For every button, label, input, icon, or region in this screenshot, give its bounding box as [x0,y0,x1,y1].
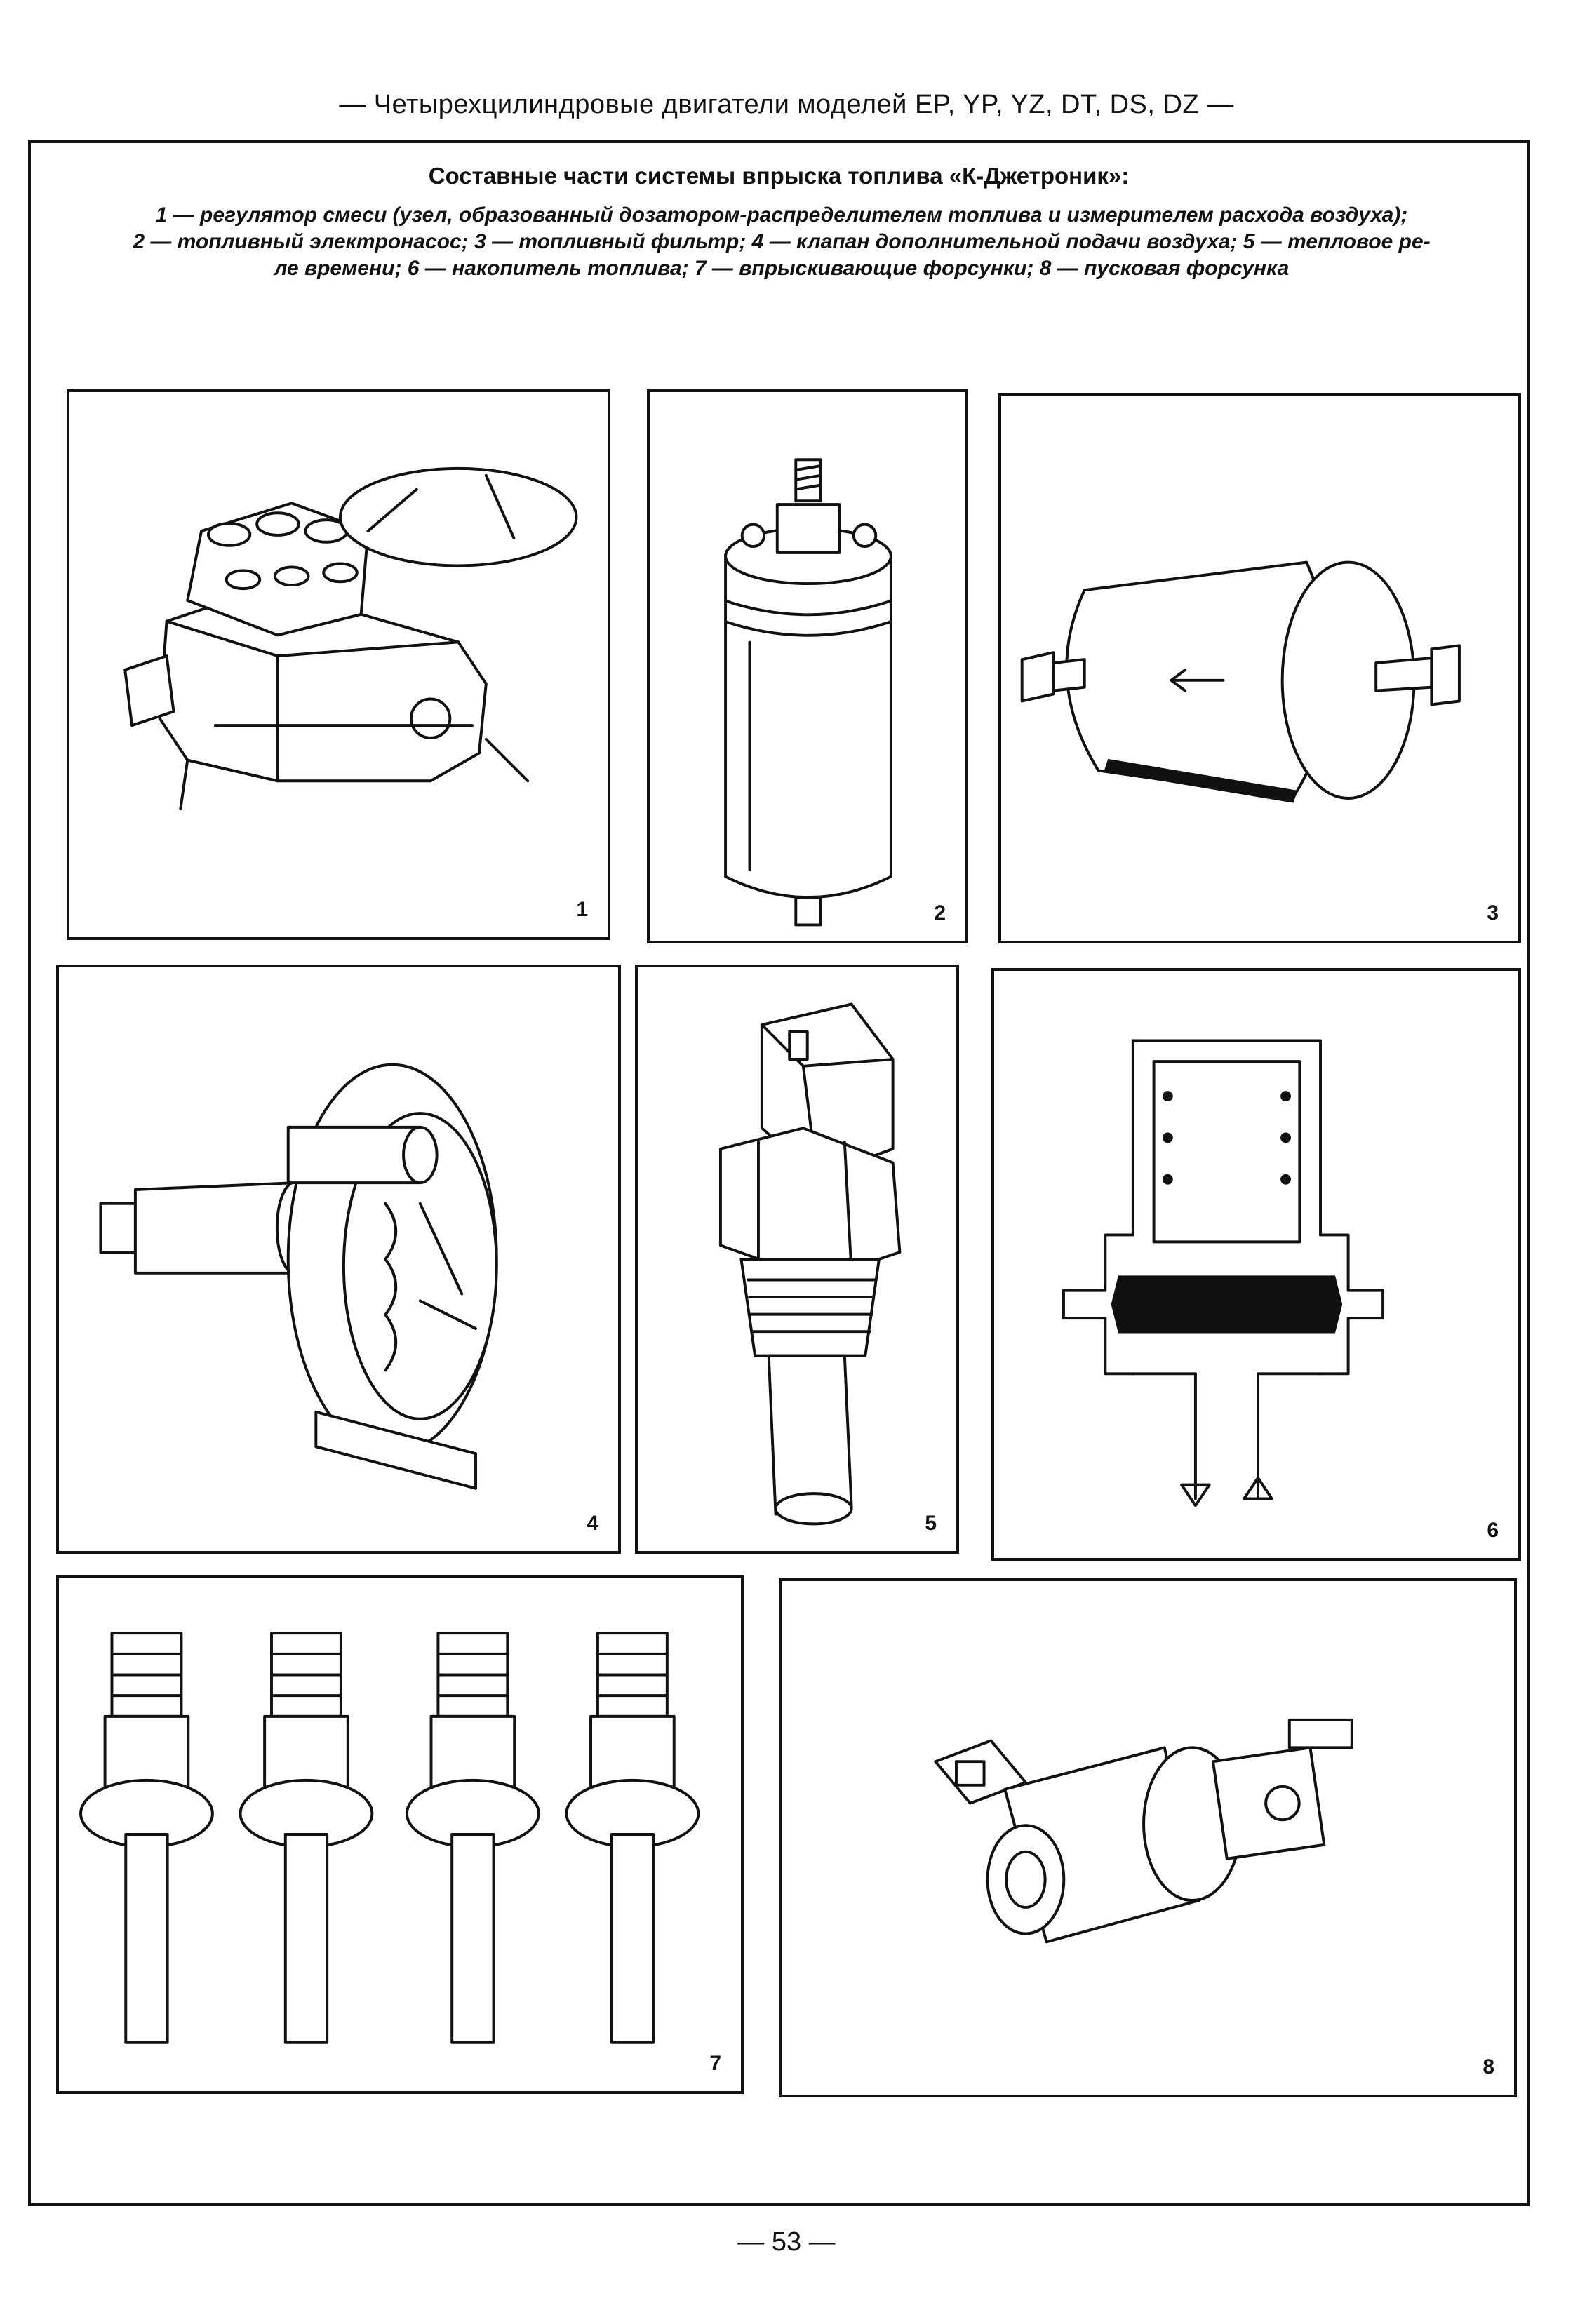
figure-panel-6: 6 [991,968,1521,1561]
fuel-accumulator-illustration [1062,1039,1385,1507]
figure-panel-7: 7 [56,1575,744,2094]
figure-panel-2: 2 [647,389,968,943]
figure-panel-5: 5 [635,965,959,1554]
caption-line-3: ле времени; 6 — накопитель топлива; 7 — … [274,257,1290,280]
mixture-regulator-illustration [123,466,578,810]
figure-panel-8: 8 [779,1578,1517,2097]
figure-number-5: 5 [925,1512,937,1535]
thermo-time-switch-illustration [718,1002,902,1526]
injection-valves-illustration [79,1632,700,2044]
figure-number-8: 8 [1482,2055,1494,2078]
cold-start-valve-illustration [934,1718,1353,1944]
injector-3 [405,1632,540,2044]
figure-number-3: 3 [1487,901,1499,925]
caption-title: Составные части системы впрыска топлива … [428,163,1130,189]
figure-number-2: 2 [934,901,946,925]
page-number: — 53 — [737,2227,836,2257]
figure-frame: Составные части системы впрыска топлива … [28,140,1530,2206]
running-header: — Четырехцилиндровые двигатели моделей E… [339,90,1234,119]
caption-line-1: 1 — регулятор смеси (узел, образованный … [155,203,1408,227]
figure-panel-4: 4 [56,965,621,1554]
figure-number-1: 1 [576,898,588,921]
figure-panel-1: 1 [67,389,610,940]
injector-2 [239,1632,374,2044]
caption-body: 1 — регулятор смеси (узел, образованный … [80,202,1483,282]
auxiliary-air-valve-illustration [99,1063,498,1490]
figure-number-7: 7 [709,2052,721,2075]
injector-4 [565,1632,700,2044]
figure-number-6: 6 [1487,1519,1499,1542]
electric-fuel-pump-illustration [724,458,892,927]
caption-line-2: 2 — топливный электронасос; 3 — топливны… [133,230,1431,253]
injector-1 [79,1632,214,2044]
figure-number-4: 4 [587,1512,598,1535]
figure-panel-3: 3 [998,393,1521,943]
fuel-filter-illustration [1020,560,1461,803]
